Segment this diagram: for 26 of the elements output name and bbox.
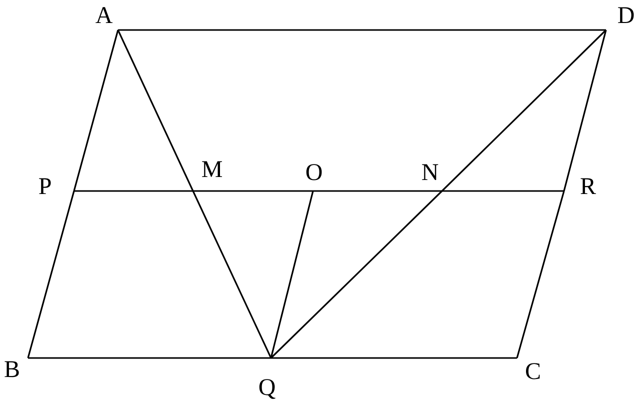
point-label: R [577, 175, 599, 199]
line-segment [27, 190, 75, 358]
line-segment [563, 30, 607, 192]
point-label: M [201, 158, 223, 182]
line-segment [270, 190, 314, 358]
point-label: N [419, 161, 441, 185]
point-label: B [1, 358, 23, 382]
point-label: O [303, 161, 325, 185]
point-label: C [522, 360, 544, 384]
line-segment [74, 190, 193, 192]
point-label: Q [256, 376, 278, 400]
point-label: P [34, 175, 56, 199]
point-label: A [93, 4, 115, 28]
line-segment [441, 29, 607, 192]
line-segment [442, 190, 564, 192]
line-segment [118, 29, 606, 31]
point-label: D [615, 4, 637, 28]
line-segment [117, 30, 194, 192]
line-segment [516, 190, 565, 358]
line-segment [271, 357, 517, 359]
line-segment [270, 190, 443, 359]
line-segment [28, 357, 271, 359]
line-segment [73, 30, 119, 192]
line-segment [313, 190, 442, 192]
line-segment [193, 190, 313, 192]
line-segment [192, 190, 272, 358]
